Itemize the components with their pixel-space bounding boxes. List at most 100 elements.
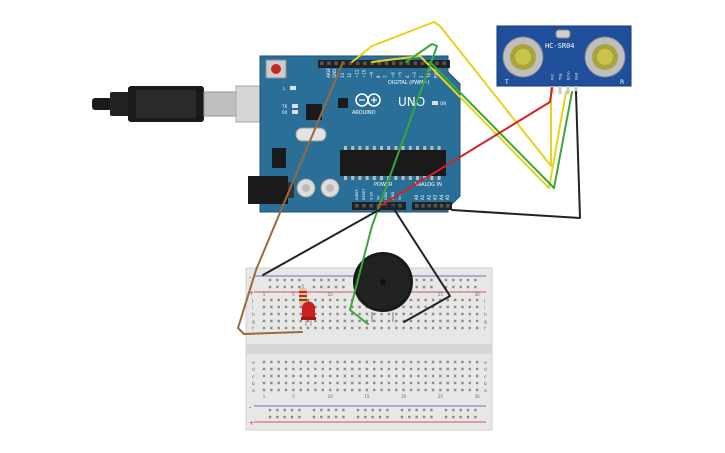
breadboard-hole[interactable] (439, 319, 442, 323)
rail-hole[interactable] (334, 415, 338, 419)
rail-hole[interactable] (327, 408, 330, 412)
rail-hole[interactable] (378, 408, 382, 412)
breadboard-hole[interactable] (453, 374, 457, 378)
breadboard-hole[interactable] (321, 298, 324, 302)
breadboard-hole[interactable] (409, 319, 413, 323)
breadboard-hole[interactable] (262, 360, 266, 364)
breadboard-hole[interactable] (461, 388, 464, 392)
breadboard-hole[interactable] (409, 388, 413, 392)
rail-hole[interactable] (430, 408, 433, 412)
breadboard-hole[interactable] (328, 312, 332, 316)
breadboard-hole[interactable] (314, 374, 317, 378)
header-hole[interactable] (363, 61, 367, 66)
header-hole[interactable] (362, 204, 366, 208)
rail-hole[interactable] (298, 285, 301, 289)
header-hole[interactable] (435, 61, 439, 66)
breadboard-hole[interactable] (262, 319, 266, 323)
rail-hole[interactable] (408, 408, 411, 412)
rail-hole[interactable] (342, 408, 345, 412)
breadboard-hole[interactable] (262, 305, 266, 309)
breadboard-hole[interactable] (475, 381, 479, 385)
sensor-pin[interactable] (558, 86, 562, 94)
rail-hole[interactable] (276, 408, 279, 412)
breadboard-hole[interactable] (446, 312, 449, 316)
breadboard-hole[interactable] (306, 319, 310, 323)
breadboard-hole[interactable] (365, 388, 369, 392)
breadboard-hole[interactable] (395, 326, 398, 330)
breadboard-hole[interactable] (351, 374, 354, 378)
breadboard-hole[interactable] (409, 305, 413, 309)
breadboard-hole[interactable] (292, 326, 295, 330)
rail-hole[interactable] (268, 278, 272, 282)
rail-hole[interactable] (290, 408, 294, 412)
rail-hole[interactable] (371, 408, 374, 412)
breadboard-hole[interactable] (468, 360, 471, 364)
breadboard-hole[interactable] (409, 381, 413, 385)
breadboard-hole[interactable] (439, 360, 442, 364)
breadboard-hole[interactable] (343, 374, 347, 378)
breadboard-hole[interactable] (358, 381, 361, 385)
rail-hole[interactable] (356, 408, 360, 412)
breadboard-hole[interactable] (402, 381, 405, 385)
header-hole[interactable] (327, 61, 331, 66)
rail-hole[interactable] (474, 415, 477, 419)
breadboard-hole[interactable] (431, 326, 435, 330)
breadboard-hole[interactable] (453, 305, 457, 309)
breadboard-hole[interactable] (321, 326, 324, 330)
rail-hole[interactable] (283, 415, 286, 419)
breadboard-hole[interactable] (321, 381, 324, 385)
breadboard-hole[interactable] (262, 312, 266, 316)
breadboard-hole[interactable] (336, 381, 339, 385)
breadboard-hole[interactable] (468, 305, 471, 309)
breadboard-hole[interactable] (262, 298, 266, 302)
breadboard-hole[interactable] (417, 367, 420, 371)
breadboard-hole[interactable] (387, 388, 391, 392)
header-hole[interactable] (446, 204, 450, 208)
breadboard-hole[interactable] (321, 312, 324, 316)
breadboard-hole[interactable] (446, 367, 449, 371)
rail-hole[interactable] (298, 408, 301, 412)
breadboard-hole[interactable] (417, 360, 420, 364)
rail-hole[interactable] (422, 408, 426, 412)
breadboard-hole[interactable] (292, 374, 295, 378)
rail-hole[interactable] (422, 285, 426, 289)
header-hole[interactable] (384, 61, 389, 66)
breadboard-hole[interactable] (409, 367, 413, 371)
rail-hole[interactable] (474, 408, 477, 412)
breadboard-hole[interactable] (351, 305, 354, 309)
rail-hole[interactable] (474, 278, 477, 282)
breadboard-hole[interactable] (292, 305, 295, 309)
breadboard-hole[interactable] (336, 360, 339, 364)
breadboard-hole[interactable] (468, 326, 471, 330)
breadboard-hole[interactable] (336, 319, 339, 323)
rail-hole[interactable] (415, 415, 418, 419)
breadboard-hole[interactable] (431, 388, 435, 392)
breadboard-hole[interactable] (306, 298, 310, 302)
breadboard-hole[interactable] (424, 388, 427, 392)
breadboard-hole[interactable] (417, 326, 420, 330)
rail-hole[interactable] (327, 415, 330, 419)
breadboard-hole[interactable] (270, 360, 273, 364)
breadboard-hole[interactable] (373, 326, 376, 330)
breadboard-hole[interactable] (328, 326, 332, 330)
breadboard-hole[interactable] (431, 367, 435, 371)
breadboard-hole[interactable] (417, 305, 420, 309)
header-hole[interactable] (420, 61, 425, 66)
rail-hole[interactable] (298, 415, 301, 419)
breadboard-hole[interactable] (358, 326, 361, 330)
breadboard-hole[interactable] (277, 305, 280, 309)
rail-hole[interactable] (320, 408, 323, 412)
rail-hole[interactable] (371, 415, 374, 419)
rail-hole[interactable] (444, 408, 448, 412)
rail-hole[interactable] (327, 278, 330, 282)
breadboard-hole[interactable] (299, 367, 302, 371)
breadboard-hole[interactable] (321, 360, 324, 364)
breadboard-hole[interactable] (409, 360, 413, 364)
breadboard-hole[interactable] (358, 360, 361, 364)
breadboard-hole[interactable] (270, 326, 273, 330)
breadboard-hole[interactable] (373, 381, 376, 385)
breadboard-hole[interactable] (343, 312, 347, 316)
breadboard-hole[interactable] (424, 298, 427, 302)
rail-hole[interactable] (444, 415, 448, 419)
breadboard-hole[interactable] (461, 360, 464, 364)
